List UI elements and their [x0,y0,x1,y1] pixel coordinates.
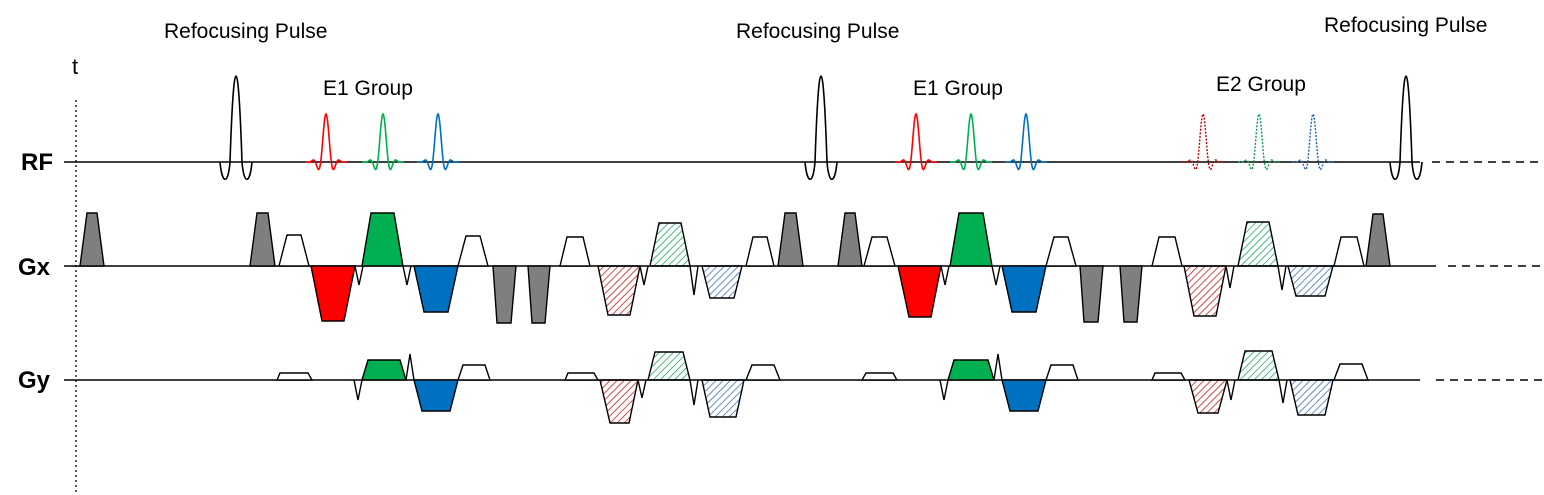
gx-lobe-29 [1365,213,1391,267]
excitation-pulse-e2-green [1238,112,1280,171]
gx-lobe-26 [1237,221,1279,267]
gx-lobe-14 [745,236,775,267]
channel-label-gy: Gy [18,367,51,394]
excitation-pulse-e1a-blue [417,112,459,171]
gy-crusher-4 [689,379,699,406]
gx-crusher-2 [402,265,412,286]
gy-lobe-3 [413,379,459,412]
excitation-pulse-e1b-red [895,112,937,171]
gx-lobe-11 [597,265,641,316]
refocusing-label-3: Refocusing Pulse [1324,14,1487,37]
gx-lobe-9 [527,265,551,324]
gx-lobe-8 [492,265,517,324]
gx-lobe-17 [863,236,896,267]
refocusing-label-1: Refocusing Pulse [164,20,327,43]
group-label-e1-a: E1 Group [323,77,413,100]
gx-lobe-13 [701,265,743,299]
gy-lobe-7 [647,351,691,381]
gx-lobe-15 [777,212,804,267]
gx-crusher-8 [1277,265,1287,291]
gx-crusher-4 [689,265,699,296]
refocusing-pulse-1 [219,75,253,181]
channel-label-rf: RF [21,149,53,176]
gx-lobe-2 [249,212,276,267]
gy-lobe-2 [361,359,407,381]
excitation-pulse-e2-red [1182,112,1224,171]
time-axis-label: t [72,54,78,79]
gx-lobe-25 [1183,265,1227,317]
gy-lobe-10 [860,372,899,381]
gy-lobe-18 [1332,363,1370,381]
gy-lobe-4 [457,364,491,381]
gy-lobe-12 [1001,379,1047,412]
gy-lobe-6 [599,379,639,424]
gx-lobe-23 [1119,265,1143,323]
gx-lobe-28 [1333,236,1365,267]
excitation-pulse-e1b-green [950,112,992,171]
gy-lobe-11 [947,359,995,381]
gy-crusher-8 [1278,379,1288,404]
gx-lobe-21 [1045,236,1077,267]
gx-lobe-18 [897,265,942,318]
excitation-pulse-e1a-green [362,112,404,171]
gx-lobe-24 [1151,236,1183,267]
gx-lobe-19 [949,212,993,267]
group-label-e2: E2 Group [1216,73,1306,96]
gradient-waveforms [79,212,1391,424]
gy-crusher-7 [1226,379,1236,401]
gx-lobe-16 [837,212,863,267]
gy-crusher-1 [353,379,363,401]
gy-crusher-3 [637,379,647,399]
gx-lobe-4 [310,265,356,322]
gx-lobe-12 [649,222,691,267]
gx-lobe-7 [457,235,489,267]
gy-crusher-6 [993,353,1003,381]
group-label-e1-b: E1 Group [913,77,1003,100]
refocusing-pulse-3 [1389,75,1423,181]
gx-lobe-1 [79,212,105,267]
gy-lobe-14 [1150,372,1187,381]
gx-crusher-1 [354,265,364,286]
gx-lobe-5 [361,212,404,267]
gx-lobe-20 [1001,265,1047,313]
channel-label-gx: Gx [18,254,51,281]
gx-lobe-27 [1287,265,1334,297]
refocusing-pulse-2 [804,75,838,181]
gx-lobe-10 [559,236,591,267]
gx-lobe-22 [1079,265,1104,323]
gy-crusher-2 [405,353,415,381]
excitation-pulse-e1b-blue [1005,112,1047,171]
gx-crusher-6 [991,265,1001,286]
gy-lobe-9 [744,364,782,381]
gx-lobe-6 [413,265,459,313]
excitation-pulse-e2-blue [1292,112,1334,171]
gy-crusher-5 [939,379,949,401]
gy-lobe-15 [1188,379,1228,414]
rf-waveforms [219,75,1423,181]
refocusing-label-2: Refocusing Pulse [736,20,899,43]
gy-lobe-13 [1045,364,1079,381]
gy-lobe-5 [563,372,600,381]
gy-lobe-16 [1237,350,1280,381]
gy-lobe-8 [701,379,745,418]
gx-crusher-7 [1225,265,1235,289]
gy-lobe-17 [1289,379,1334,416]
gy-lobe-1 [275,372,314,381]
gx-crusher-5 [940,265,950,286]
excitation-pulse-e1a-red [305,112,347,171]
gx-crusher-3 [639,265,649,286]
gx-lobe-3 [278,234,310,267]
